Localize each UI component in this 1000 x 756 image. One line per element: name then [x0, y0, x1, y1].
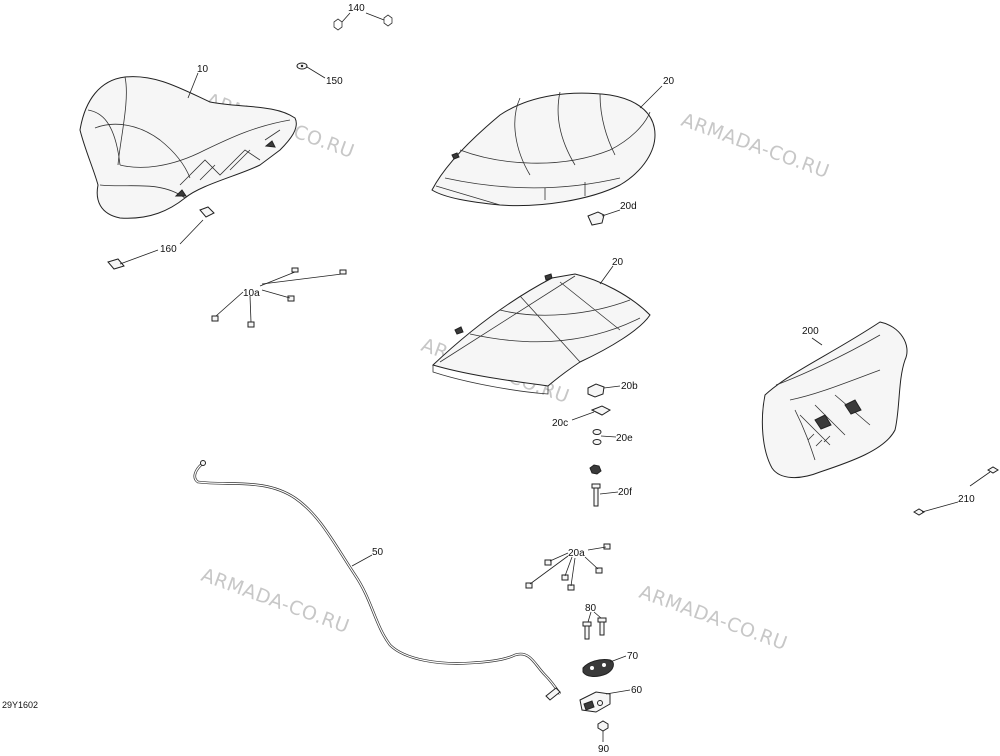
callout-20c: 20c [552, 418, 568, 429]
callout-10a: 10a [243, 288, 260, 299]
diagram-code: 29Y1602 [2, 700, 38, 710]
part-210-screws[interactable]: 210 [913, 466, 999, 516]
part-20b-block[interactable]: 20b [587, 381, 638, 398]
callout-150: 150 [326, 76, 343, 87]
callout-80: 80 [585, 603, 597, 614]
part-20-seat-cover[interactable]: 20 [431, 76, 675, 207]
part-70-latch-plate[interactable]: 70 [582, 651, 639, 677]
part-150-washer[interactable]: 150 [296, 62, 343, 87]
part-90-nut[interactable]: 90 [597, 720, 610, 755]
part-20d-bracket[interactable]: 20d [587, 201, 637, 226]
callout-70: 70 [627, 651, 639, 662]
part-140-nut[interactable]: 140 [333, 3, 393, 31]
callout-10: 10 [197, 64, 209, 75]
part-60-latch[interactable]: 60 [579, 685, 643, 713]
callout-20-top: 20 [663, 76, 675, 87]
callout-90: 90 [598, 744, 610, 755]
part-50-release-cable[interactable]: 50 [193, 460, 562, 701]
watermark-4: ARMADA-CO.RU [198, 564, 352, 638]
callout-210: 210 [958, 494, 975, 505]
callout-160: 160 [160, 244, 177, 255]
part-160-clip[interactable]: 160 [107, 219, 204, 270]
callout-20e: 20e [616, 433, 633, 444]
callout-60: 60 [631, 685, 643, 696]
callout-20b: 20b [621, 381, 638, 392]
callout-20f: 20f [618, 487, 632, 498]
part-20f-bolt[interactable]: 20f [589, 464, 632, 507]
watermark-2: ARMADA-CO.RU [678, 109, 832, 183]
part-80-bolts[interactable]: 80 [582, 603, 607, 640]
part-20a-fasteners[interactable]: 20a [525, 543, 611, 591]
part-200-backrest[interactable]: 200 [761, 321, 908, 478]
callout-20d: 20d [620, 201, 637, 212]
callout-20a: 20a [568, 548, 585, 559]
part-10a-fasteners[interactable]: 10a [211, 267, 347, 328]
callout-20-base: 20 [612, 257, 624, 268]
callout-140: 140 [348, 3, 365, 14]
callout-200: 200 [802, 326, 819, 337]
watermark-5: ARMADA-CO.RU [636, 581, 790, 655]
part-10-driver-seat[interactable]: 10 [79, 64, 297, 219]
part-20-seat-base[interactable]: 20 [432, 257, 651, 395]
part-20c-bracket[interactable]: 20c [552, 405, 612, 429]
part-20e-washers[interactable]: 20e [592, 429, 633, 445]
callout-50: 50 [372, 547, 384, 558]
